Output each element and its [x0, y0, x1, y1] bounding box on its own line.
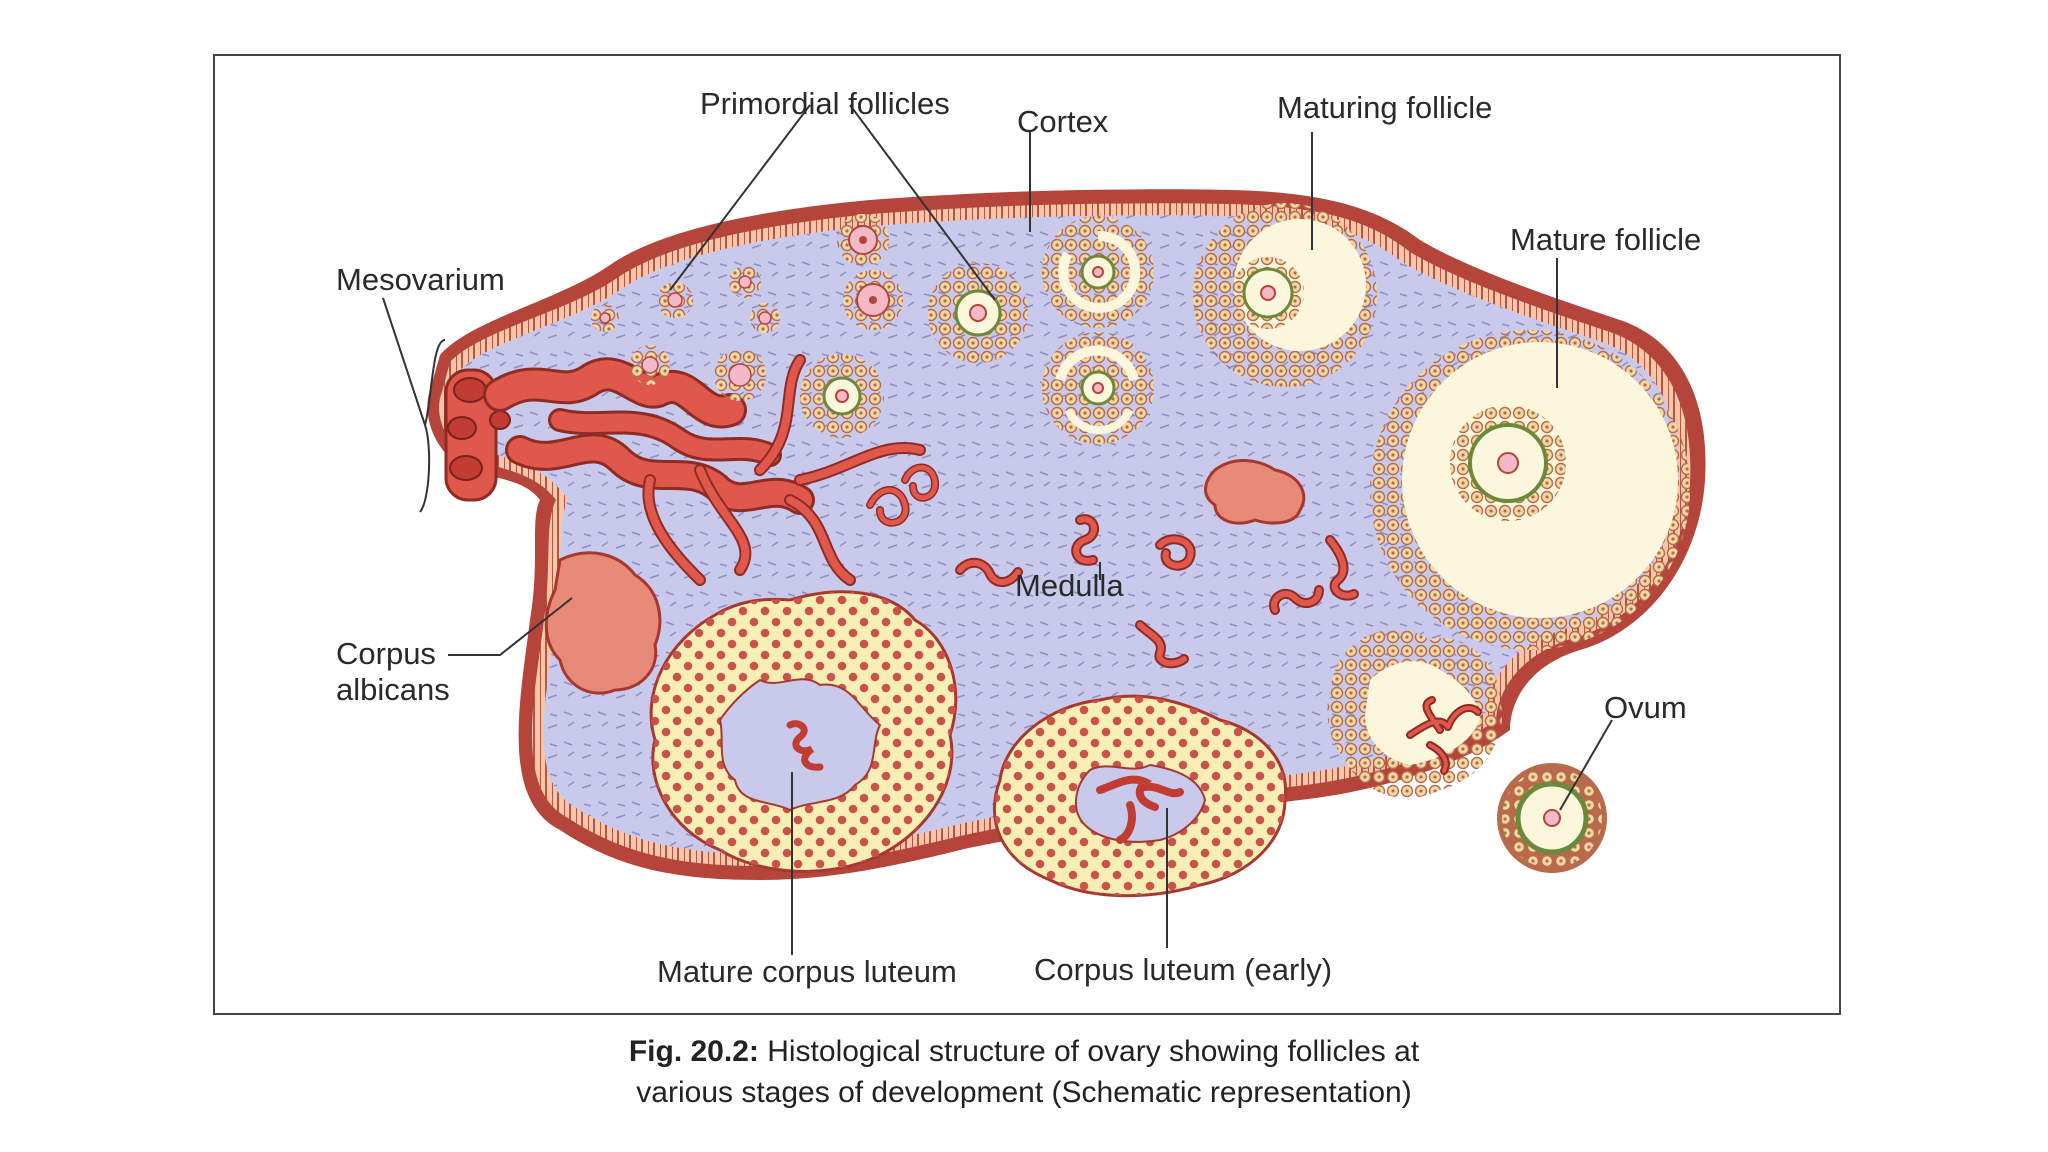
leader-primordial-1 [669, 104, 811, 291]
corpus-albicans-small [1204, 459, 1306, 525]
medulla-vessels [955, 514, 1359, 669]
primordial-follicles [591, 214, 903, 401]
label-medulla: Medulla [1015, 568, 1124, 603]
leader-ovum [1559, 719, 1613, 811]
leader-mesovarium [382, 297, 426, 426]
caption-line-1: Fig. 20.2: Histological structure of ova… [0, 1032, 2048, 1073]
ruptured-follicle [1327, 629, 1502, 799]
label-maturing-follicle: Maturing follicle [1277, 90, 1493, 125]
mesovarium-vessels [444, 368, 511, 502]
corpus-albicans [544, 551, 662, 695]
leader-lines [382, 104, 1613, 955]
corpus-luteum-early [992, 694, 1288, 898]
mature-corpus-luteum [649, 590, 958, 873]
label-corpus-luteum-early: Corpus luteum (early) [1034, 952, 1333, 987]
label-mature-corpus-luteum: Mature corpus luteum [657, 954, 957, 989]
ovum [1497, 763, 1607, 873]
label-corpus-albicans-line2: albicans [336, 671, 450, 707]
growing-follicles [800, 216, 1154, 444]
caption-fig-number: Fig. 20.2: [628, 1035, 759, 1068]
caption-line-2: various stages of development (Schematic… [636, 1075, 1412, 1109]
figure-caption: Fig. 20.2: Histological structure of ova… [0, 1032, 2048, 1113]
label-ovum: Ovum [1604, 690, 1687, 725]
label-primordial-follicles: Primordial follicles [700, 86, 950, 121]
label-corpus-albicans: Corpus albicans [336, 636, 450, 707]
leader-primordial-2 [849, 104, 996, 301]
label-cortex: Cortex [1017, 104, 1109, 139]
caption-text-1: Histological structure of ovary showing … [767, 1035, 1420, 1068]
label-mesovarium: Mesovarium [336, 262, 505, 297]
label-corpus-albicans-line1: Corpus [336, 636, 436, 671]
leader-albicans [448, 597, 573, 656]
label-mature-follicle: Mature follicle [1510, 222, 1702, 257]
maturing-follicle [1193, 203, 1377, 387]
hilum-blood-vessels [483, 354, 939, 586]
mature-follicle [1370, 330, 1690, 650]
figure-frame [213, 54, 1841, 1015]
